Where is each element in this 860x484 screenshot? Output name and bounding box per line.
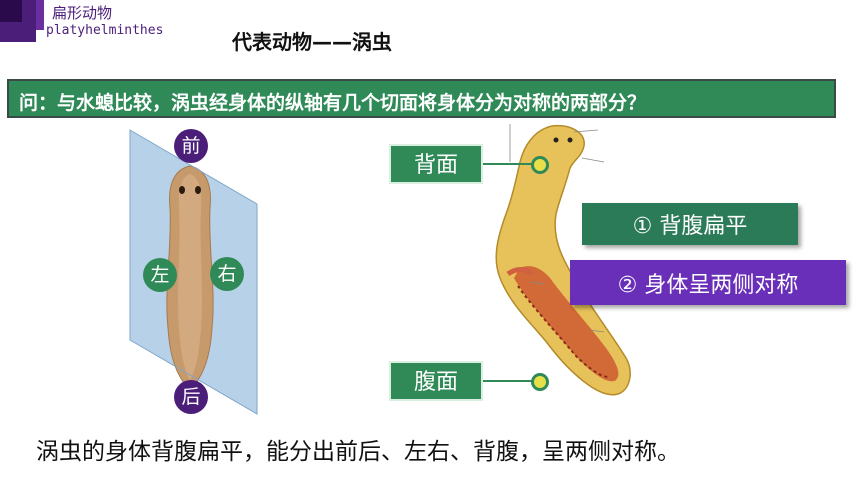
fact-text-2: ② 身体呈两侧对称 — [617, 272, 799, 298]
ventral-connector — [483, 380, 533, 382]
dorsal-connector — [483, 163, 533, 165]
eye-spot-left — [553, 137, 559, 143]
conclusion-text: 涡虫的身体背腹扁平，能分出前后、左右、背腹，呈两侧对称。 — [36, 439, 680, 465]
planarian-anatomy-illustration — [495, 124, 631, 396]
pharynx — [506, 267, 534, 277]
eye-spot-right — [195, 186, 201, 194]
dorsal-side-label: 背面 — [389, 144, 483, 184]
question-text: 问：与水螅比较，涡虫经身体的纵轴有几个切面将身体分为对称的两部分？ — [19, 92, 647, 114]
direction-left-circle: 左 — [143, 258, 177, 292]
gut-branches — [514, 266, 619, 382]
ventral-pointer-ring — [531, 373, 549, 391]
planarian-body-highlight — [178, 174, 202, 380]
subject-title: 扁形动物 — [52, 4, 113, 22]
direction-back-circle: 后 — [174, 380, 208, 414]
planarian-body-outline — [495, 124, 631, 396]
corner-decoration-dark — [0, 0, 22, 22]
subject-latin-name: platyhelminthes — [46, 23, 164, 38]
question-banner: 问：与水螅比较，涡虫经身体的纵轴有几个切面将身体分为对称的两部分？ — [7, 79, 836, 118]
fact-bilateral-symmetry: ② 身体呈两侧对称 — [570, 260, 846, 305]
direction-front-circle: 前 — [174, 129, 208, 163]
symmetry-plane-figure — [129, 129, 258, 415]
fact-text-1: ① 背腹扁平 — [632, 214, 748, 239]
page-title: 代表动物——涡虫 — [232, 30, 392, 54]
ventral-side-label: 腹面 — [389, 361, 483, 401]
eye-spot-left — [179, 186, 185, 194]
fact-dorsoventral-flat: ① 背腹扁平 — [582, 203, 798, 245]
dorsal-pointer-ring — [531, 156, 549, 174]
direction-right-circle: 右 — [210, 257, 244, 291]
eye-spot-right — [567, 137, 573, 143]
corner-tab — [36, 0, 44, 30]
